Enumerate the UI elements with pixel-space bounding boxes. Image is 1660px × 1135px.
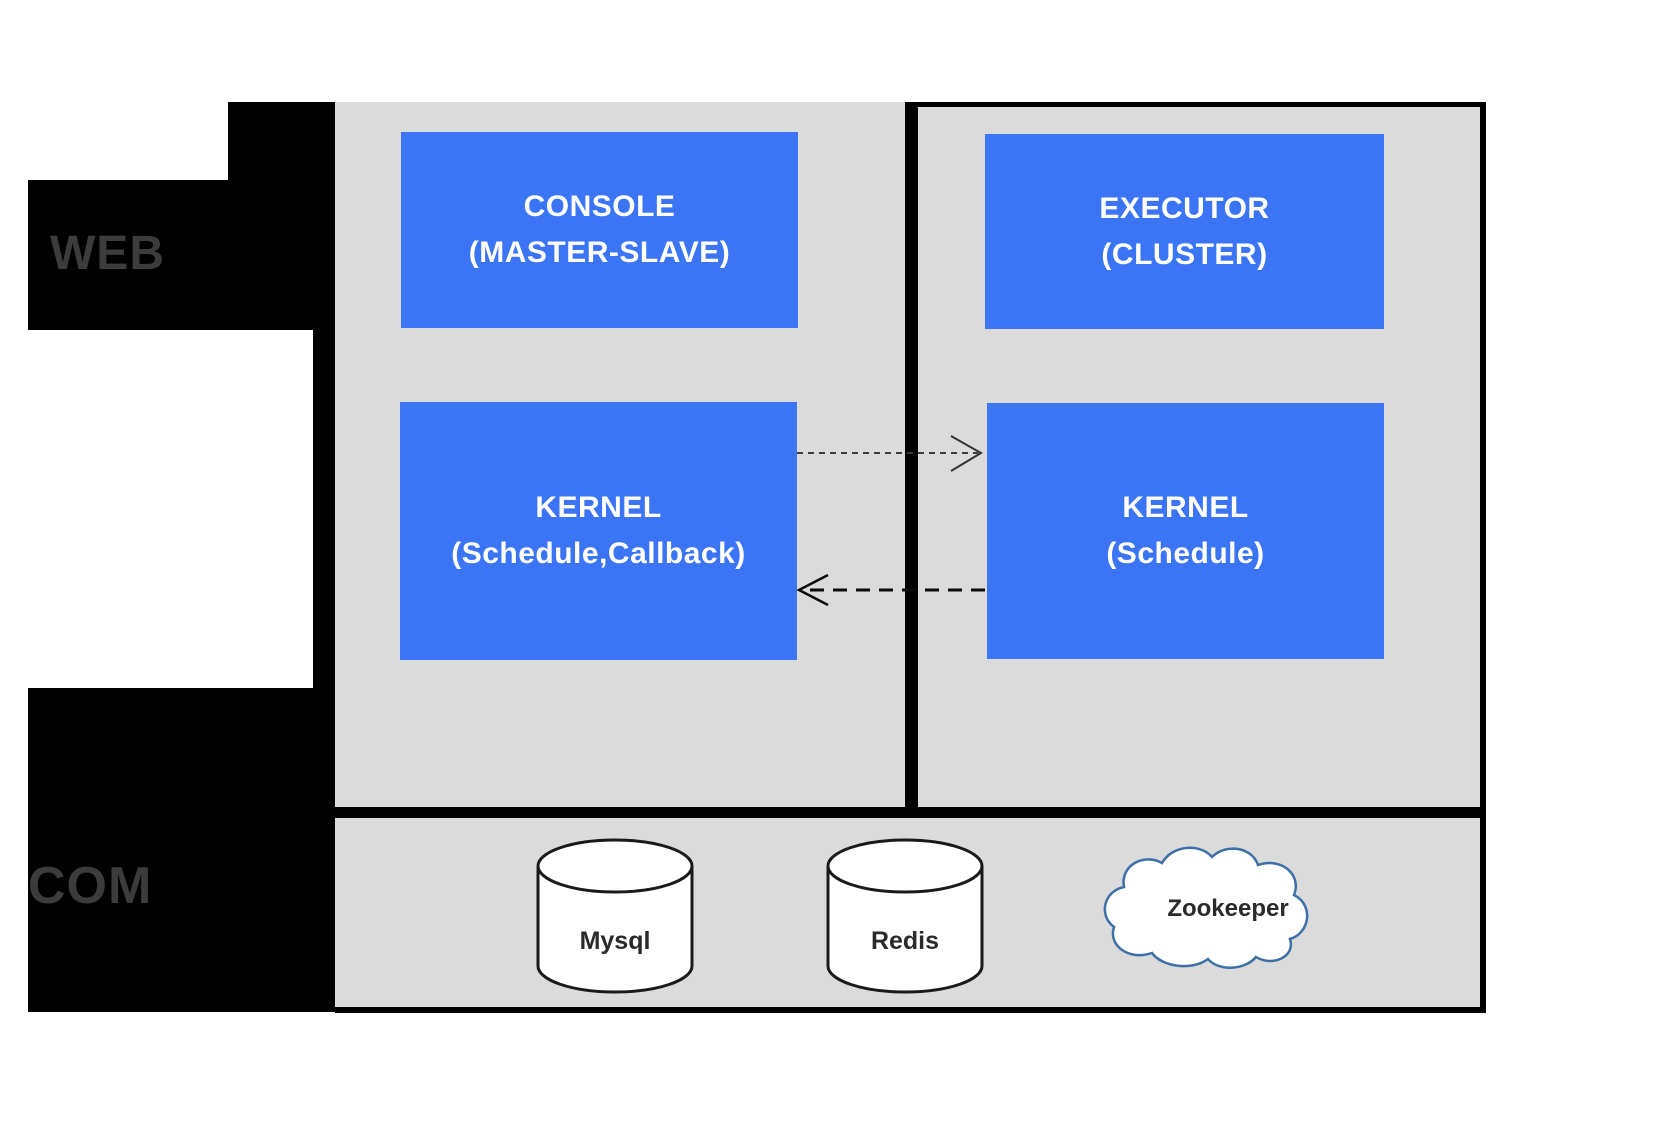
executor-node-subtitle: (CLUSTER) bbox=[1101, 237, 1268, 271]
center-divider bbox=[905, 102, 918, 818]
kernel-right-node-subtitle: (Schedule) bbox=[1106, 537, 1265, 570]
web-band: WEB bbox=[28, 180, 336, 330]
com-section-label: COM bbox=[28, 857, 153, 915]
web-band-top-stub bbox=[228, 102, 336, 186]
redis-label: Redis bbox=[870, 927, 940, 955]
kernel-left-node-subtitle: (Schedule,Callback) bbox=[451, 537, 746, 570]
kernel-right-node: KERNEL (Schedule) bbox=[987, 403, 1384, 659]
kernel-left-node: KERNEL (Schedule,Callback) bbox=[400, 402, 797, 660]
mysql-datastore: Mysql bbox=[530, 835, 700, 1000]
horizontal-bar bbox=[335, 807, 1486, 818]
console-node: CONSOLE (MASTER-SLAVE) bbox=[401, 132, 798, 328]
console-node-subtitle: (MASTER-SLAVE) bbox=[468, 236, 731, 269]
console-node-title: CONSOLE bbox=[523, 190, 676, 223]
cloud-icon bbox=[1103, 846, 1309, 969]
executor-node: EXECUTOR (CLUSTER) bbox=[985, 134, 1384, 329]
com-band: COM bbox=[28, 688, 336, 1012]
mysql-label: Mysql bbox=[579, 927, 651, 955]
web-section-label: WEB bbox=[50, 227, 165, 280]
database-cylinder-icon bbox=[826, 838, 984, 994]
database-cylinder-icon bbox=[536, 838, 694, 994]
kernel-right-node-title: KERNEL bbox=[1122, 491, 1249, 524]
redis-datastore: Redis bbox=[820, 835, 990, 1000]
left-vertical-strip bbox=[313, 328, 336, 690]
bottom-border bbox=[335, 1007, 1486, 1013]
right-border bbox=[1480, 102, 1486, 1013]
zookeeper-label: Zookeeper bbox=[1167, 895, 1289, 922]
zookeeper-datastore: Zookeeper bbox=[1100, 845, 1356, 975]
executor-node-title: EXECUTOR bbox=[1099, 191, 1270, 225]
kernel-left-node-title: KERNEL bbox=[535, 491, 662, 524]
right-panel-top-border bbox=[918, 102, 1486, 107]
